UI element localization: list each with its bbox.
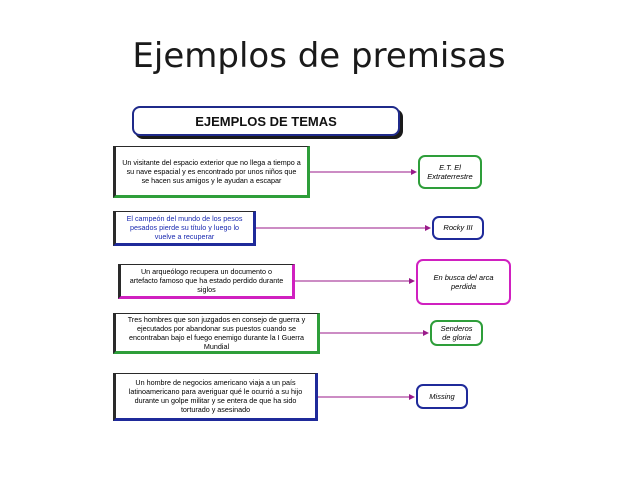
premise-box-1: Un visitante del espacio exterior que no… bbox=[113, 146, 310, 198]
premise-text-3: Un arqueólogo recupera un documento o ar… bbox=[129, 267, 284, 294]
film-text-4: Senderos de gloria bbox=[440, 323, 473, 342]
film-box-4: Senderos de gloria bbox=[430, 320, 483, 346]
premise-box-4: Tres hombres que son juzgados en consejo… bbox=[113, 313, 320, 354]
premise-text-1: Un visitante del espacio exterior que no… bbox=[122, 157, 301, 185]
film-text-3: En busca del arca perdida bbox=[433, 272, 494, 291]
film-text-5: Missing bbox=[429, 391, 455, 401]
film-box-2: Rocky III bbox=[432, 216, 484, 240]
premise-box-5: Un hombre de negocios americano viaja a … bbox=[113, 373, 318, 421]
premise-text-4: Tres hombres que son juzgados en consejo… bbox=[127, 314, 306, 351]
premise-box-2: El campeón del mundo de los pesos pesado… bbox=[113, 211, 256, 246]
film-text-1: E.T. El Extraterrestre bbox=[427, 162, 473, 181]
slide-title: Ejemplos de premisas bbox=[132, 36, 506, 76]
diagram-header: EJEMPLOS DE TEMAS bbox=[132, 106, 400, 136]
premise-box-3: Un arqueólogo recupera un documento o ar… bbox=[118, 264, 295, 299]
film-text-2: Rocky III bbox=[443, 223, 473, 233]
premise-text-2: El campeón del mundo de los pesos pesado… bbox=[126, 214, 243, 241]
film-box-5: Missing bbox=[416, 384, 468, 409]
premise-text-5: Un hombre de negocios americano viaja a … bbox=[128, 378, 303, 414]
film-box-3: En busca del arca perdida bbox=[416, 259, 511, 305]
film-box-1: E.T. El Extraterrestre bbox=[418, 155, 482, 189]
